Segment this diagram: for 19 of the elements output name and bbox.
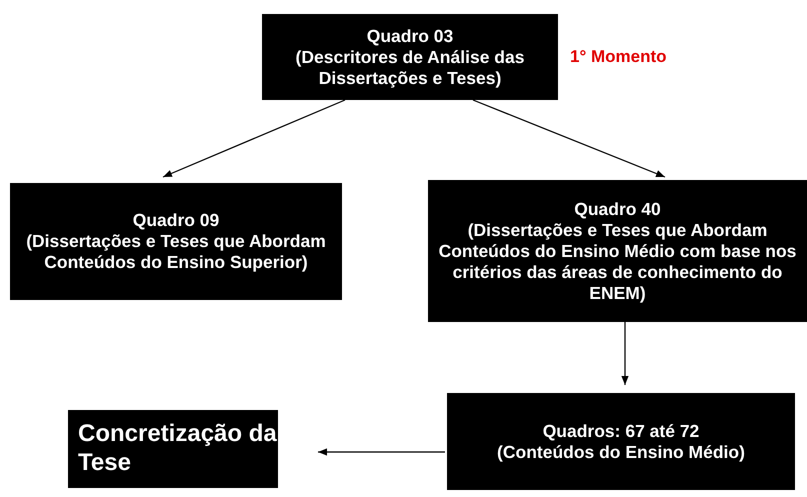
box-heading: Quadro 09 bbox=[132, 210, 220, 231]
arrow bbox=[318, 448, 445, 456]
process-box bbox=[68, 410, 278, 488]
box-text: (Conteúdos do Ensino Médio) bbox=[497, 442, 745, 462]
process-box bbox=[447, 393, 795, 490]
box-heading: Quadros: 67 até 72 bbox=[542, 420, 700, 442]
process-box bbox=[262, 14, 558, 100]
process-box bbox=[10, 183, 342, 300]
arrow bbox=[621, 322, 629, 385]
arrow bbox=[472, 99, 666, 178]
arrow bbox=[162, 99, 346, 178]
box-heading: Quadro 40 bbox=[574, 198, 661, 220]
box-text: (Dissertações e Teses que Abordam Conteúdos do Ensino Superior) bbox=[25, 231, 327, 273]
box-text: (Dissertações e Teses que Abordam Conteúdos do Ensino Médio com base nos critérios das áreas de conhecimento do ENEM) bbox=[438, 220, 798, 304]
process-box bbox=[428, 180, 807, 322]
box-text: Concretização da Tese bbox=[78, 420, 278, 478]
box-heading: Quadro 03 bbox=[366, 26, 454, 46]
box-text: (Descritores de Análise das Dissertações e Teses) bbox=[294, 46, 526, 88]
note-label: 1° Momento bbox=[570, 47, 667, 67]
